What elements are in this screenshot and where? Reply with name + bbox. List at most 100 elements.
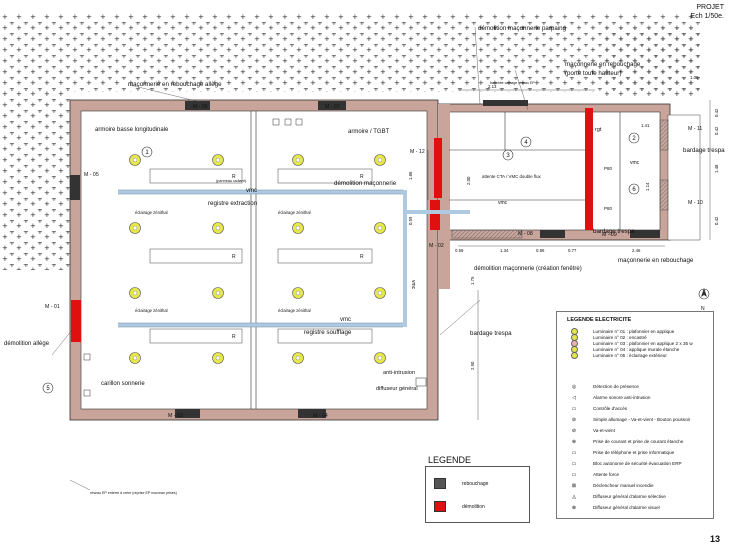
legende-label-demolition: démolition [462,503,485,510]
label-r-5: R [232,334,236,340]
ceiling-lamp-core [295,225,301,231]
label-demolition-allege: démolition allège [4,341,50,347]
legend-text: Détection de présence [593,384,639,389]
demolition-blocks [71,108,593,342]
exterior-ground-right [605,28,700,98]
circle-3: 3 [506,153,510,159]
radiant-panels [149,168,373,344]
label-zenithal-2: éclairage zénithal [278,210,311,215]
dim-18: 1.48 [714,164,719,173]
circle-6: 6 [632,187,636,193]
swatch-demolition [434,501,446,512]
page-number: 13 [709,534,720,544]
dim-10: 2.46 [632,248,641,253]
rebouchage-blocks [70,100,660,418]
label-armoire-tgbt: armoire / TGBT [348,129,390,135]
ceiling-lamp-core [377,355,383,361]
ceiling-lamp-core [295,290,301,296]
ceiling-lamp-core [377,225,383,231]
north-label: N [701,306,705,312]
label-zenithal-1: éclairage zénithal [135,210,168,215]
electric-symbol-icon: ⊗ [571,504,577,511]
label-zenithal-3: éclairage zénithal [135,308,168,313]
legend-electric-item: ▭Contrôle d'accès [563,406,628,412]
ceiling-lamp-core [215,157,221,163]
ceiling-lamp-core [295,355,301,361]
label-anti-intrusion: anti-intrusion [383,370,415,376]
legend-text: Diffuseur général d'alarme visuel [593,505,660,510]
dim-11: 1.75 [470,276,475,285]
legende-electricite-title: LEGENDE ELECTRICITE [567,317,632,323]
electric-symbol-icon: ▭ [571,471,577,478]
legend-text: Attente force [593,472,620,477]
circle-5: 5 [46,386,50,392]
legend-text: Contrôle d'accès [593,406,628,411]
wall-marker: M - 05 [84,172,99,178]
label-rebouchage-porte: maçonnerie en rebouchage [565,61,641,68]
wall-marker: M - 08 [518,231,533,237]
dim-3: 1.86 [408,171,413,180]
legend-text: Diffuseur général d'alarme sélective [593,494,666,499]
electric-symbol-icon: ⊘ [571,427,577,434]
legend-electric-item: ▭Bloc autonome de sécurité évacuation ER… [563,461,682,467]
legend-electric-item: ⊘Simple allumage - Va-et-vient - Bouton … [563,416,690,423]
legende-item-rebouchage: rebouchage [434,478,488,489]
label-vmc-2: vmc [340,317,351,323]
ceiling-lamp-core [295,157,301,163]
legend-luminaire: Luminaire n° 01 : plafonnier en applique [563,328,674,335]
legende-label-rebouchage: rebouchage [462,480,489,487]
electric-symbol-icon: ⊘ [571,416,577,423]
dim-4: 2.00 [466,176,471,185]
legend-text: Prise de courant et prise de courant éta… [593,439,684,444]
label-tranchee: tranchée carbage réseau EP [490,81,535,85]
ceiling-lamp-core [215,225,221,231]
label-vmc-4: vmc [630,160,640,166]
legend-electric-item: ◎ Détection de présence [563,383,639,390]
wall-marker: M - 11 [688,126,702,132]
electric-symbol-icon: ▭ [571,449,577,456]
windows [451,119,669,239]
legend-electric-item: ⊕Prise de courant et prise de courant ét… [563,439,684,445]
dimension-lines [427,89,711,420]
legend-electric-item: ⊠Déclencheur manuel incendie [563,482,654,489]
electrical-symbols [83,118,427,397]
label-bardage-trespa-3: bardage trespa [470,330,512,337]
label-bardage-trespa-1: bardage trespa [683,147,725,154]
exterior-ground-top [0,14,700,92]
dim-17: 0.42 [714,216,719,225]
legend-text: Bloc autonome de sécurité évacuation ERP [593,461,682,466]
header-echelle: Ech 1/50e. [690,13,724,20]
label-demolition-creation: démolition maçonnerie (création fenêtre) [474,266,582,272]
wall-marker: M - 02 [429,243,444,249]
swatch-rebouchage [434,478,446,489]
legend-text: Luminaire n° 03 : plafonnier en applique… [593,341,693,346]
dim-9: 0.77 [568,248,577,253]
bardage-right [667,114,701,241]
dim-12: 2.90 [470,361,475,370]
dim-1: 2.13 [488,84,497,89]
wall-marker: M - 04 [313,413,328,419]
legend-electric-item: ⊗ Diffuseur général d'alarme visuel [563,504,660,511]
electric-symbol-icon: ◎ [571,383,577,390]
label-r-2: R [360,174,364,180]
electric-symbol-icon: ◬ [572,493,576,500]
label-reseau-ep: réseau EP enterré à créer (reprise EP no… [90,491,177,495]
wall-marker: M - 06 [193,104,208,110]
wall-marker: M - 07 [325,104,340,110]
legend-text: Va-et-vient [593,428,615,433]
legend-electric-item: ▭ Attente force [563,471,620,478]
label-p80-b: P80 [604,206,613,211]
circle-1: 1 [145,150,149,156]
label-p80-a: P80 [604,166,613,171]
electric-symbol-icon: ⊠ [571,482,577,489]
label-zenithal-4: éclairage zénithal [278,308,311,313]
label-registre-extraction: registre extraction [208,200,258,207]
legend-electric-item: ▭Prise de téléphone et prise informatiqu… [563,449,675,456]
dim-16: 0.42 [714,126,719,135]
vmc-ducts [118,190,470,327]
legende-box: LEGENDE rebouchage démolition [425,455,530,523]
lamp-icon [563,352,585,359]
label-r-4: R [360,254,364,260]
wall-marker: M - 03 [168,413,183,419]
north-arrow-icon: N [698,288,710,312]
